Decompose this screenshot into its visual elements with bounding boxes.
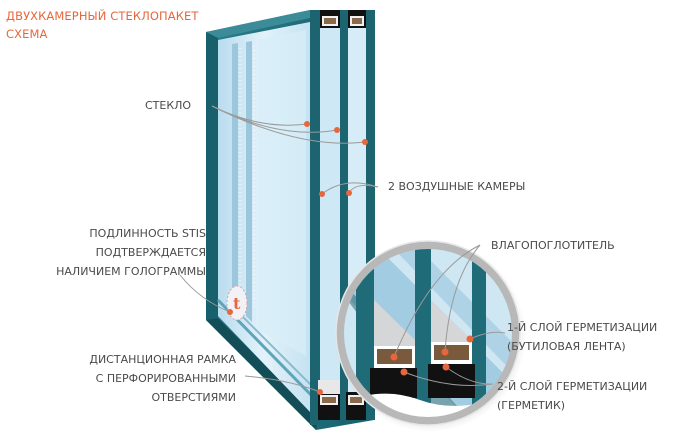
marker-dots bbox=[227, 121, 474, 395]
label-seal-layer-1: 1-Й СЛОЙ ГЕРМЕТИЗАЦИИ (БУТИЛОВАЯ ЛЕНТА) bbox=[507, 318, 657, 356]
label-air-chambers: 2 ВОЗДУШНЫЕ КАМЕРЫ bbox=[388, 180, 526, 193]
seal2-line-1: 2-Й СЛОЙ ГЕРМЕТИЗАЦИИ bbox=[497, 380, 648, 393]
label-spacer-frame: ДИСТАНЦИОННАЯ РАМКА С ПЕРФОРИРОВАННЫМИ О… bbox=[89, 350, 236, 407]
spacer-line-1: ДИСТАНЦИОННАЯ РАМКА bbox=[89, 353, 236, 366]
authenticity-line-2: ПОДТВЕРЖДАЕТСЯ bbox=[95, 246, 206, 259]
authenticity-line-1: ПОДЛИННОСТЬ STIS bbox=[89, 227, 206, 240]
seal1-line-1: 1-Й СЛОЙ ГЕРМЕТИЗАЦИИ bbox=[507, 321, 658, 334]
seal2-line-2: (ГЕРМЕТИК) bbox=[497, 399, 566, 412]
authenticity-line-3: НАЛИЧИЕМ ГОЛОГРАММЫ bbox=[56, 265, 206, 278]
diagram-title: ДВУХКАМЕРНЫЙ СТЕКЛОПАКЕТ СХЕМА bbox=[6, 7, 199, 43]
leader-lines bbox=[179, 105, 506, 393]
label-authenticity: ПОДЛИННОСТЬ STIS ПОДТВЕРЖДАЕТСЯ НАЛИЧИЕМ… bbox=[56, 224, 206, 281]
seal1-line-2: (БУТИЛОВАЯ ЛЕНТА) bbox=[507, 340, 626, 353]
title-line-2: СХЕМА bbox=[6, 27, 48, 41]
label-glass: СТЕКЛО bbox=[145, 99, 192, 112]
svg-text:t: t bbox=[233, 294, 241, 313]
label-desiccant: ВЛАГОПОГЛОТИТЕЛЬ bbox=[491, 239, 615, 252]
title-line-1: ДВУХКАМЕРНЫЙ СТЕКЛОПАКЕТ bbox=[6, 9, 199, 23]
label-seal-layer-2: 2-Й СЛОЙ ГЕРМЕТИЗАЦИИ (ГЕРМЕТИК) bbox=[497, 377, 647, 415]
spacer-line-2: С ПЕРФОРИРОВАННЫМИ bbox=[95, 372, 236, 385]
spacer-line-3: ОТВЕРСТИЯМИ bbox=[151, 391, 237, 404]
